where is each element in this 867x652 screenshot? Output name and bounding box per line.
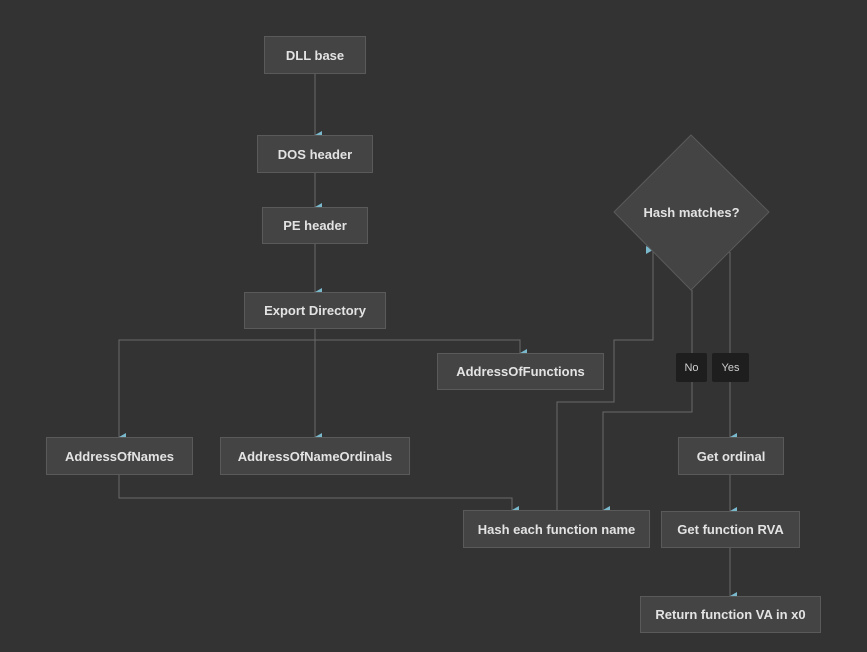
node-return-function-va: Return function VA in x0 xyxy=(640,596,821,633)
edge-hash-to-hash-matches xyxy=(556,246,654,510)
node-address-of-functions: AddressOfFunctions xyxy=(437,353,604,390)
edge-hash-matches-no-to-hash xyxy=(602,290,693,514)
node-hash-each-function-name: Hash each function name xyxy=(463,510,650,548)
hash-matches-diamond xyxy=(613,134,770,291)
node-hash-matches-label: Hash matches? xyxy=(643,204,740,220)
node-address-of-name-ordinals: AddressOfNameOrdinals xyxy=(220,437,410,475)
node-export-directory: Export Directory xyxy=(244,292,386,329)
node-get-function-rva: Get function RVA xyxy=(661,511,800,548)
edge-label-yes: Yes xyxy=(712,353,749,382)
node-pe-header: PE header xyxy=(262,207,368,244)
edge-address-of-names-to-hash xyxy=(118,474,519,514)
edge-label-no: No xyxy=(676,353,707,382)
node-dos-header: DOS header xyxy=(257,135,373,173)
edge-export-directory-to-address-of-functions xyxy=(315,339,527,357)
node-address-of-names: AddressOfNames xyxy=(46,437,193,475)
node-get-ordinal: Get ordinal xyxy=(678,437,784,475)
node-dll-base: DLL base xyxy=(264,36,366,74)
edge-export-directory-to-address-of-names xyxy=(118,339,315,441)
